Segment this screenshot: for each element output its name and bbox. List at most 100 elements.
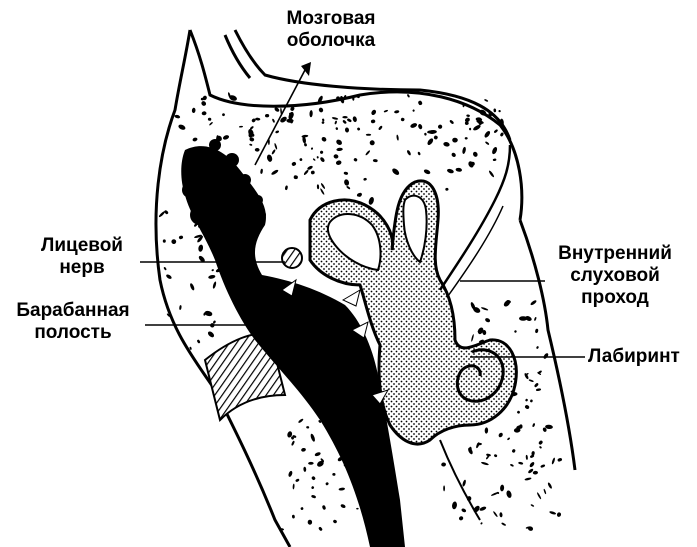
bone-speckle — [524, 477, 531, 481]
bone-speckle — [538, 440, 543, 446]
bone-speckle — [452, 501, 458, 509]
bone-speckle — [285, 185, 288, 190]
bone-speckle — [438, 124, 443, 129]
bone-speckle — [417, 123, 422, 129]
bone-speckle — [352, 116, 357, 123]
bone-speckle — [549, 511, 556, 516]
facial-nerve-circle — [282, 248, 302, 268]
bone-speckle — [501, 522, 506, 526]
bone-speckle — [299, 158, 302, 161]
bone-speckle — [530, 399, 533, 402]
bone-speckle — [298, 418, 304, 424]
bone-speckle — [311, 147, 314, 150]
bone-speckle — [200, 100, 207, 107]
bone-speckle — [292, 515, 295, 519]
bone-speckle — [507, 437, 511, 440]
bone-speckle — [346, 185, 351, 189]
bone-speckle — [335, 138, 343, 146]
bone-speckle — [286, 119, 293, 123]
bone-speckle — [506, 490, 513, 499]
bone-speckle — [518, 461, 523, 465]
bone-speckle — [493, 129, 498, 134]
bone-speckle — [347, 118, 353, 123]
bone-speckle — [321, 136, 328, 142]
bone-speckle — [189, 283, 195, 291]
bone-speckle — [357, 127, 361, 131]
bone-speckle — [332, 473, 335, 476]
bone-speckle — [192, 108, 196, 113]
bone-speckle — [306, 426, 309, 429]
bone-speckle — [370, 119, 375, 124]
bone-speckle — [311, 170, 315, 174]
bone-speckle — [517, 410, 521, 414]
bone-speckle — [407, 94, 411, 98]
bone-speckle — [342, 116, 347, 118]
bone-speckle — [178, 124, 187, 131]
bone-speckle — [174, 114, 180, 119]
bone-speckle — [461, 508, 467, 513]
bone-speckle — [301, 447, 307, 452]
bone-speckle — [208, 118, 212, 121]
bone-speckle — [499, 512, 502, 517]
bone-speckle — [178, 235, 183, 239]
bone-speckle — [320, 183, 325, 190]
bone-speckle — [484, 317, 490, 323]
bone-speckle — [433, 135, 438, 140]
bone-speckle — [451, 152, 457, 158]
bone-speckle — [400, 117, 404, 121]
bone-speckle — [498, 432, 504, 438]
bone-speckle — [445, 188, 449, 191]
bone-speckle — [528, 379, 534, 382]
bone-speckle — [274, 143, 278, 150]
bone-speckle — [212, 281, 217, 289]
bone-speckle — [536, 346, 539, 349]
label-internal-meatus-line1: Внутренний — [545, 243, 685, 265]
bone-speckle — [384, 109, 389, 112]
bone-speckle — [335, 160, 342, 166]
bone-speckle — [222, 113, 226, 117]
bone-speckle — [318, 526, 323, 531]
bone-speckle — [472, 124, 481, 132]
bone-speckle — [317, 184, 320, 189]
bone-speckle — [412, 109, 415, 112]
vestibular-aqueduct — [440, 440, 480, 520]
label-meninges-line2: оболочка — [262, 30, 400, 52]
bone-speckle — [426, 137, 434, 146]
bone-speckle — [484, 99, 489, 102]
internal-meatus-wall — [440, 145, 510, 290]
bone-speckle — [391, 167, 400, 176]
bone-speckle — [265, 114, 269, 117]
bone-speckle — [198, 244, 204, 252]
bone-speckle — [531, 451, 535, 456]
bone-speckle — [208, 274, 216, 279]
bone-speckle — [472, 151, 478, 158]
bone-speckle — [455, 167, 462, 172]
bone-speckle — [353, 158, 358, 163]
bone-speckle — [494, 454, 498, 458]
bone-speckle — [334, 120, 337, 124]
bone-speckle — [332, 117, 339, 121]
bone-speckle — [465, 137, 468, 140]
bone-speckle — [293, 175, 298, 179]
bone-speckle — [532, 423, 535, 428]
bone-speckle — [480, 522, 483, 525]
label-tympanic-cavity: Барабанная полость — [4, 300, 142, 344]
bone-speckle — [466, 114, 470, 117]
bone-speckle — [300, 507, 303, 510]
bone-speckle — [485, 141, 490, 145]
bone-speckle — [373, 159, 378, 162]
bone-speckle — [510, 464, 514, 468]
label-meninges-line1: Мозговая — [262, 8, 400, 30]
bone-speckle — [192, 137, 198, 142]
bone-speckle — [288, 470, 293, 477]
bone-speckle — [343, 171, 348, 175]
bone-speckle — [543, 489, 546, 495]
bone-speckle — [370, 109, 377, 116]
bone-speckle — [543, 352, 550, 359]
bone-speckle — [551, 457, 555, 464]
bone-speckle — [536, 388, 542, 391]
bone-speckle — [410, 122, 418, 129]
bone-speckle — [485, 427, 489, 433]
bone-speckle — [356, 508, 359, 510]
bone-speckle — [163, 239, 166, 243]
